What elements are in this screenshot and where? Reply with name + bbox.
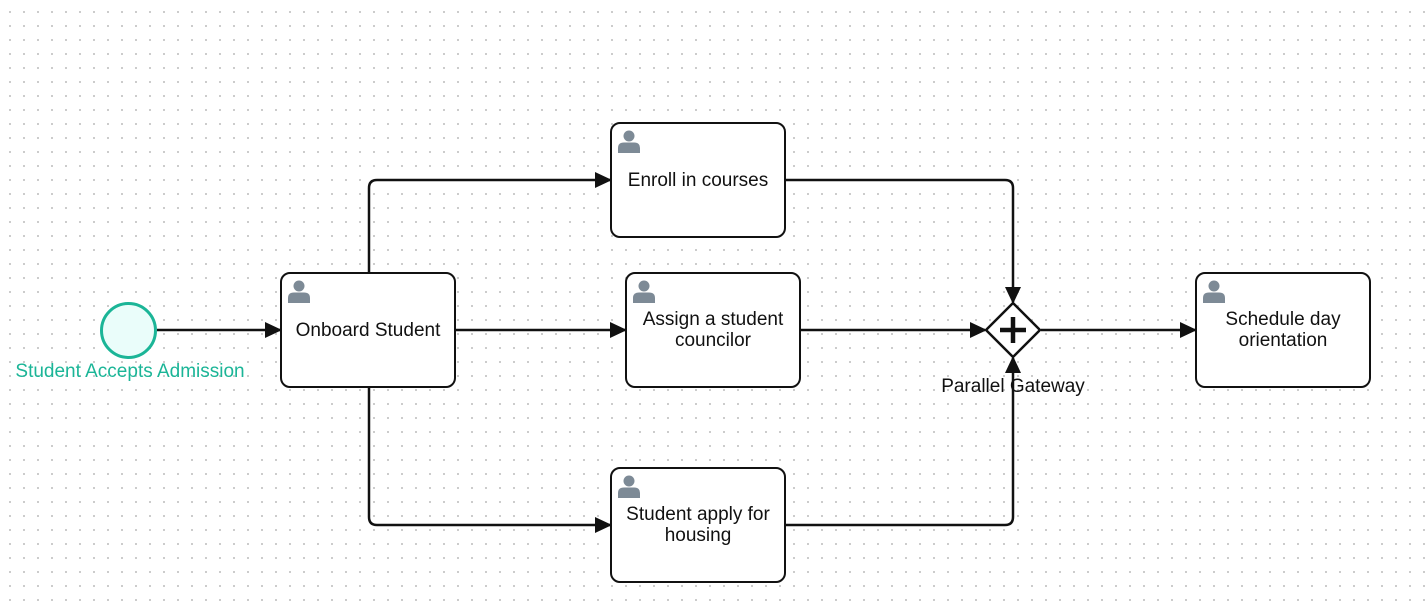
flow-enroll-to-gateway[interactable]	[786, 178, 1015, 302]
arrowhead	[610, 322, 627, 338]
arrowhead	[1005, 356, 1021, 373]
flow-onboard-to-enroll[interactable]	[367, 178, 610, 272]
plus-icon	[1000, 317, 1026, 343]
task-label: Assign a student councilor	[642, 309, 784, 351]
task-label: Enroll in courses	[627, 169, 769, 191]
parallel-gateway[interactable]	[984, 301, 1042, 359]
arrowhead	[1005, 287, 1021, 304]
task-assign-student-councilor[interactable]: Assign a student councilor	[625, 272, 801, 388]
start-event[interactable]	[100, 302, 157, 359]
arrowhead	[265, 322, 282, 338]
start-event-label: Student Accepts Admission	[15, 361, 245, 382]
user-icon	[618, 475, 640, 498]
task-label: Student apply for housing	[626, 504, 770, 546]
arrowhead	[595, 517, 612, 533]
arrowhead	[970, 322, 987, 338]
user-icon	[633, 280, 655, 303]
user-icon	[618, 130, 640, 153]
task-student-apply-for-housing[interactable]: Student apply for housing	[610, 467, 786, 583]
arrowhead	[1180, 322, 1197, 338]
task-label: Schedule day orientation	[1225, 309, 1341, 351]
task-label: Onboard Student	[295, 319, 441, 341]
task-schedule-day-orientation[interactable]: Schedule day orientation	[1195, 272, 1371, 388]
user-icon	[1203, 280, 1225, 303]
gateway-label: Parallel Gateway	[941, 376, 1085, 397]
flow-housing-to-gateway[interactable]	[786, 358, 1015, 527]
task-onboard-student[interactable]: Onboard Student	[280, 272, 456, 388]
arrowhead	[595, 172, 612, 188]
flow-onboard-to-housing[interactable]	[367, 388, 610, 527]
task-enroll-in-courses[interactable]: Enroll in courses	[610, 122, 786, 238]
user-icon	[288, 280, 310, 303]
